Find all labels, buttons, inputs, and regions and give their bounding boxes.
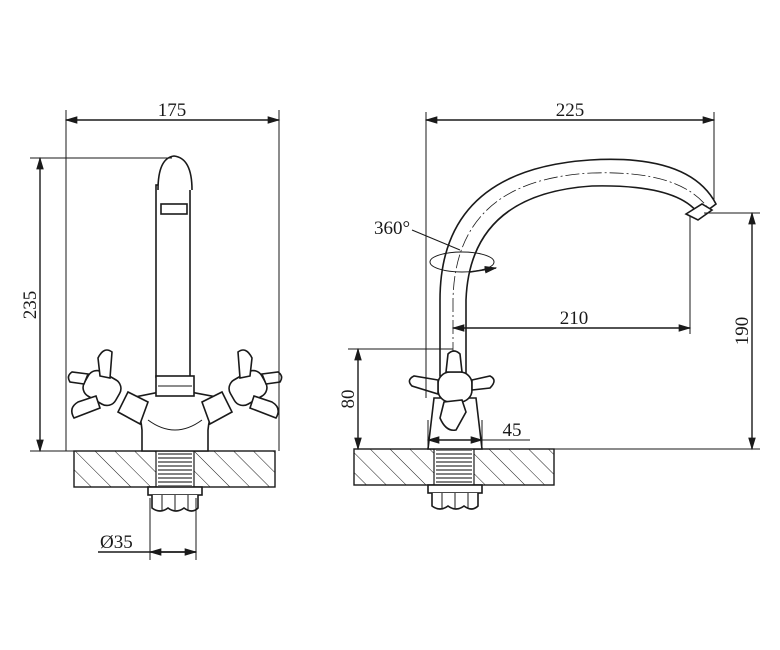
front-diameter-dimension: Ø35: [98, 498, 198, 560]
front-mounting-nut: [147, 486, 203, 512]
side-countertop: [353, 448, 555, 486]
side-spout-height-label: 190: [732, 317, 753, 346]
side-reach-label: 225: [556, 100, 585, 121]
side-handle-height-label: 80: [338, 390, 359, 409]
front-spout: [155, 155, 195, 397]
side-spout-height-dimension: 190: [554, 211, 760, 451]
side-handle-height-dimension: 80: [338, 347, 453, 451]
side-handle: [408, 350, 495, 432]
front-width-dimension: 175: [64, 100, 281, 451]
side-spout-reach-label: 210: [560, 308, 589, 329]
front-countertop: [73, 450, 276, 488]
front-right-handle: [201, 349, 283, 426]
front-width-label: 175: [158, 100, 187, 121]
side-spout: [429, 158, 718, 378]
front-diameter-label: Ø35: [100, 532, 133, 553]
side-base-dimension: 45: [426, 420, 530, 449]
side-base-label: 45: [503, 420, 522, 441]
side-rotation-annotation: 360°: [374, 218, 498, 274]
side-view: 225 360° 210 190 80: [338, 100, 760, 510]
front-height-dimension: 235: [20, 156, 172, 453]
front-view: 175 235 Ø35: [20, 100, 283, 560]
side-reach-dimension: 225: [424, 100, 716, 398]
side-mounting-nut: [427, 484, 483, 510]
side-spout-reach-dimension: 210: [451, 216, 692, 334]
side-rotation-label: 360°: [374, 218, 410, 239]
front-left-handle: [67, 349, 149, 426]
front-height-label: 235: [20, 291, 41, 320]
